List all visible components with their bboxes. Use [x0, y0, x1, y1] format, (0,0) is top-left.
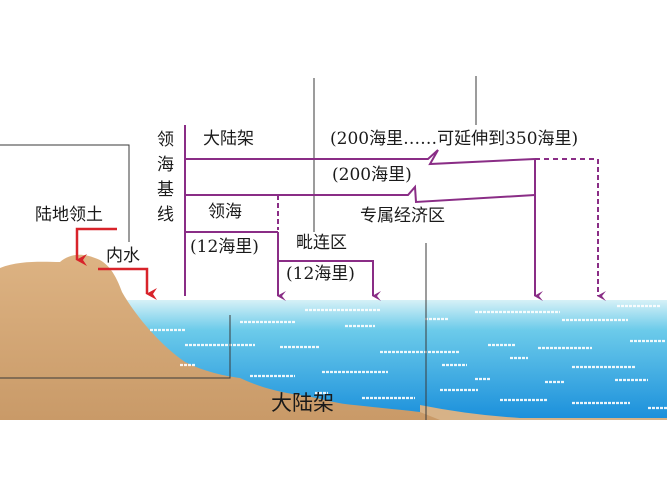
eez-label: 专属经济区 — [360, 206, 445, 226]
wave-lines — [150, 304, 667, 410]
land-mass — [0, 254, 440, 420]
land-territory-bracket — [0, 144, 130, 242]
seabed-right — [420, 405, 667, 420]
zone-lines — [184, 125, 606, 301]
red-arrows — [75, 227, 157, 300]
continental-shelf-bottom-label: 大陆架 — [271, 391, 334, 415]
leader-lines — [0, 76, 477, 420]
territorial-sea-range-label: (12海里) — [190, 237, 259, 257]
contiguous-zone-range-label: (12海里) — [286, 264, 355, 284]
baseline-label: 领海基线 — [153, 130, 173, 230]
shelf-range-label: (200海里……可延伸到350海里) — [330, 129, 579, 149]
contiguous-line — [278, 260, 381, 301]
internal-waters-arrow — [98, 267, 157, 300]
continental-shelf-top-label: 大陆架 — [203, 129, 254, 149]
shelf-bracket — [0, 315, 231, 379]
shelf-line — [185, 149, 536, 166]
contiguous-zone-label: 毗连区 — [296, 233, 347, 253]
eez-range-label: (200海里) — [332, 165, 412, 185]
land-territory-arrow — [75, 227, 117, 266]
internal-waters-label: 内水 — [106, 246, 140, 266]
land-territory-label: 陆地领土 — [35, 205, 103, 225]
eez-line — [185, 184, 536, 204]
territorial-sea-label: 领海 — [208, 202, 242, 222]
